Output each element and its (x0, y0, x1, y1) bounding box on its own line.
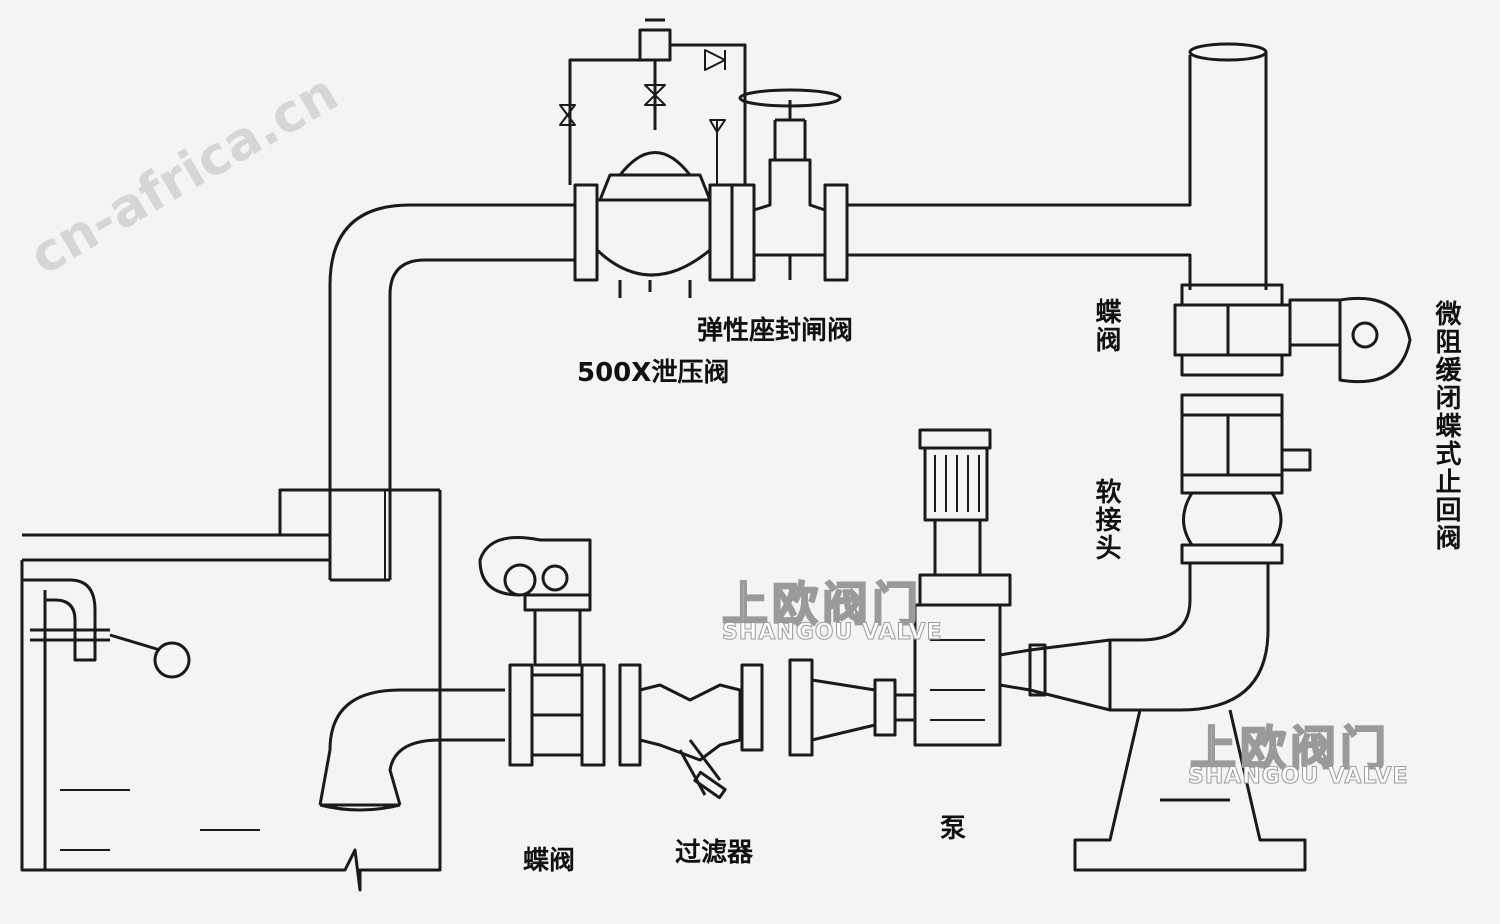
suction-butterfly-valve (478, 536, 606, 767)
brand-watermark-cn: 上欧阀门 (721, 576, 922, 632)
soft-joint-label: 软接头 (1091, 478, 1121, 562)
gate-valve-label: 弹性座封闸阀 (697, 316, 854, 346)
strainer (618, 663, 764, 800)
brand-watermark-en-2: SHANGOU VALVE (1188, 764, 1409, 790)
suction-line (318, 688, 505, 812)
relief-valve-label: 500X泄压阀 (577, 358, 730, 388)
strainer-label: 过滤器 (675, 838, 754, 868)
riser-butterfly-valve-label: 蝶阀 (1091, 298, 1121, 354)
float-valve (22, 578, 191, 870)
top-header-pipe (847, 42, 1268, 290)
discharge-pipe (278, 203, 575, 582)
slow-closing-check-valve (1180, 393, 1312, 495)
pump-suction-reducer (788, 658, 915, 757)
pump (913, 428, 1112, 747)
relief-valve-500x (559, 18, 747, 298)
check-valve-label: 微阻缓闭蝶式止回阀 (1431, 300, 1461, 552)
brand-watermark-cn-2: 上欧阀门 (1189, 720, 1390, 776)
resilient-gate-valve (730, 88, 849, 282)
soft-joint (1180, 492, 1284, 565)
brand-watermark-en: SHANGOU VALVE (722, 620, 943, 646)
riser-butterfly-valve (1173, 283, 1412, 384)
pump-label: 泵 (940, 814, 967, 844)
water-tank (20, 490, 442, 892)
riser-elbow-base (1073, 563, 1307, 872)
suction-butterfly-valve-label: 蝶阀 (523, 846, 576, 876)
